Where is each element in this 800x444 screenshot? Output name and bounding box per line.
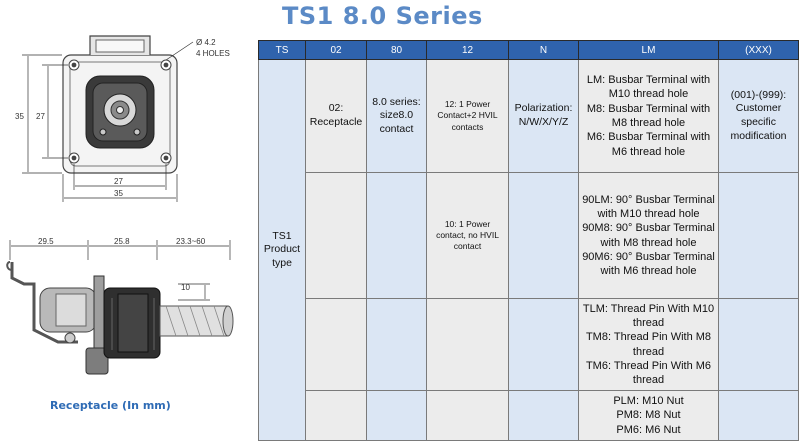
- dim-27-vertical: 27: [36, 112, 45, 121]
- front-view: [62, 35, 194, 174]
- lm-option: TM8: Thread Pin With M8 thread: [585, 331, 712, 358]
- lm-option: PM8: M8 Nut: [616, 409, 681, 422]
- empty-cell: [508, 390, 579, 441]
- lm-option: TLM: Thread Pin With M10 thread: [582, 302, 715, 329]
- header-ts: TS: [258, 40, 306, 60]
- empty-cell: [305, 390, 367, 441]
- empty-cell: [426, 390, 509, 441]
- table-row: 10: 1 Power contact, no HVIL contact 90L…: [259, 172, 799, 299]
- contact-10-cell: 10: 1 Power contact, no HVIL contact: [426, 172, 509, 299]
- spec-table: TS 02 80 12 N LM (XXX) TS1 Product type …: [258, 40, 799, 441]
- lm-option: 90LM: 90° Busbar Terminal with M10 threa…: [582, 193, 715, 220]
- dim-29-5: 29.5: [38, 237, 54, 246]
- hole-count-label: 4 HOLES: [196, 49, 230, 58]
- polarization-cell: Polarization: N/W/X/Y/Z: [508, 59, 579, 173]
- receptacle-drawing: Ø 4.2 4 HOLES 35 27 27 35 29.5 25.8 23.3…: [6, 35, 234, 375]
- lm-group-3-cell: TLM: Thread Pin With M10 thread TM8: Thr…: [578, 298, 719, 391]
- lm-option: 90M8: 90° Busbar Terminal with M8 thread…: [582, 222, 715, 249]
- header-xxx: (XXX): [718, 40, 799, 60]
- lm-option: PM6: M6 Nut: [616, 423, 681, 436]
- lm-option: LM: Busbar Terminal with M10 thread hole: [586, 74, 711, 101]
- empty-cell: [718, 172, 799, 299]
- dim-35-horizontal: 35: [114, 189, 123, 198]
- lm-option: M6: Busbar Terminal with M6 thread hole: [586, 131, 711, 158]
- lm-group-1-cell: LM: Busbar Terminal with M10 thread hole…: [578, 59, 719, 173]
- receptacle-code-cell: 02: Receptacle: [305, 59, 367, 173]
- empty-cell: [366, 172, 427, 299]
- empty-cell: [508, 172, 579, 299]
- table-row: TLM: Thread Pin With M10 thread TM8: Thr…: [259, 298, 799, 391]
- empty-cell: [426, 298, 509, 391]
- product-type-cell: TS1 Product type: [258, 59, 306, 441]
- header-lm: LM: [578, 40, 719, 60]
- empty-cell: [305, 172, 367, 299]
- empty-cell: [305, 298, 367, 391]
- dim-25-8: 25.8: [114, 237, 130, 246]
- dim-27-horizontal: 27: [114, 177, 123, 186]
- empty-cell: [718, 390, 799, 441]
- lm-option: TM6: Thread Pin With M6 thread: [585, 359, 712, 387]
- lm-group-2-cell: 90LM: 90° Busbar Terminal with M10 threa…: [578, 172, 719, 299]
- contact-12-cell: 12: 1 Power Contact+2 HVIL contacts: [426, 59, 509, 173]
- header-02: 02: [305, 40, 367, 60]
- hole-diameter-label: Ø 4.2: [196, 38, 216, 47]
- horizontal-dimensions: [62, 164, 178, 202]
- table-row: PLM: M10 Nut PM8: M8 Nut PM6: M6 Nut: [259, 390, 799, 441]
- dim-10: 10: [181, 283, 190, 292]
- customer-modification-cell: (001)-(999): Customer specific modificat…: [718, 59, 799, 173]
- empty-cell: [508, 298, 579, 391]
- drawing-caption: Receptacle (In mm): [50, 399, 171, 412]
- lm-option: 90M6: 90° Busbar Terminal with M6 thread…: [582, 250, 715, 278]
- side-view: [6, 261, 234, 375]
- lm-group-4-cell: PLM: M10 Nut PM8: M8 Nut PM6: M6 Nut: [578, 390, 719, 441]
- lm-option: M8: Busbar Terminal with M8 thread hole: [586, 102, 711, 129]
- table-header-row: TS 02 80 12 N LM (XXX): [258, 40, 799, 60]
- empty-cell: [366, 390, 427, 441]
- vertical-dimensions: [22, 54, 68, 174]
- dim-35-vertical: 35: [15, 112, 24, 121]
- header-n: N: [508, 40, 579, 60]
- side-dimensions: [9, 240, 231, 301]
- lm-option: PLM: M10 Nut: [613, 395, 684, 408]
- header-12: 12: [426, 40, 509, 60]
- empty-cell: [366, 298, 427, 391]
- table-row: TS1 Product type 02: Receptacle 8.0 seri…: [258, 59, 799, 441]
- empty-cell: [718, 298, 799, 391]
- page-title: TS1 8.0 Series: [282, 2, 483, 30]
- series-code-cell: 8.0 series: size8.0 contact: [366, 59, 427, 173]
- dim-23-3-60: 23.3~60: [176, 237, 206, 246]
- header-80: 80: [366, 40, 427, 60]
